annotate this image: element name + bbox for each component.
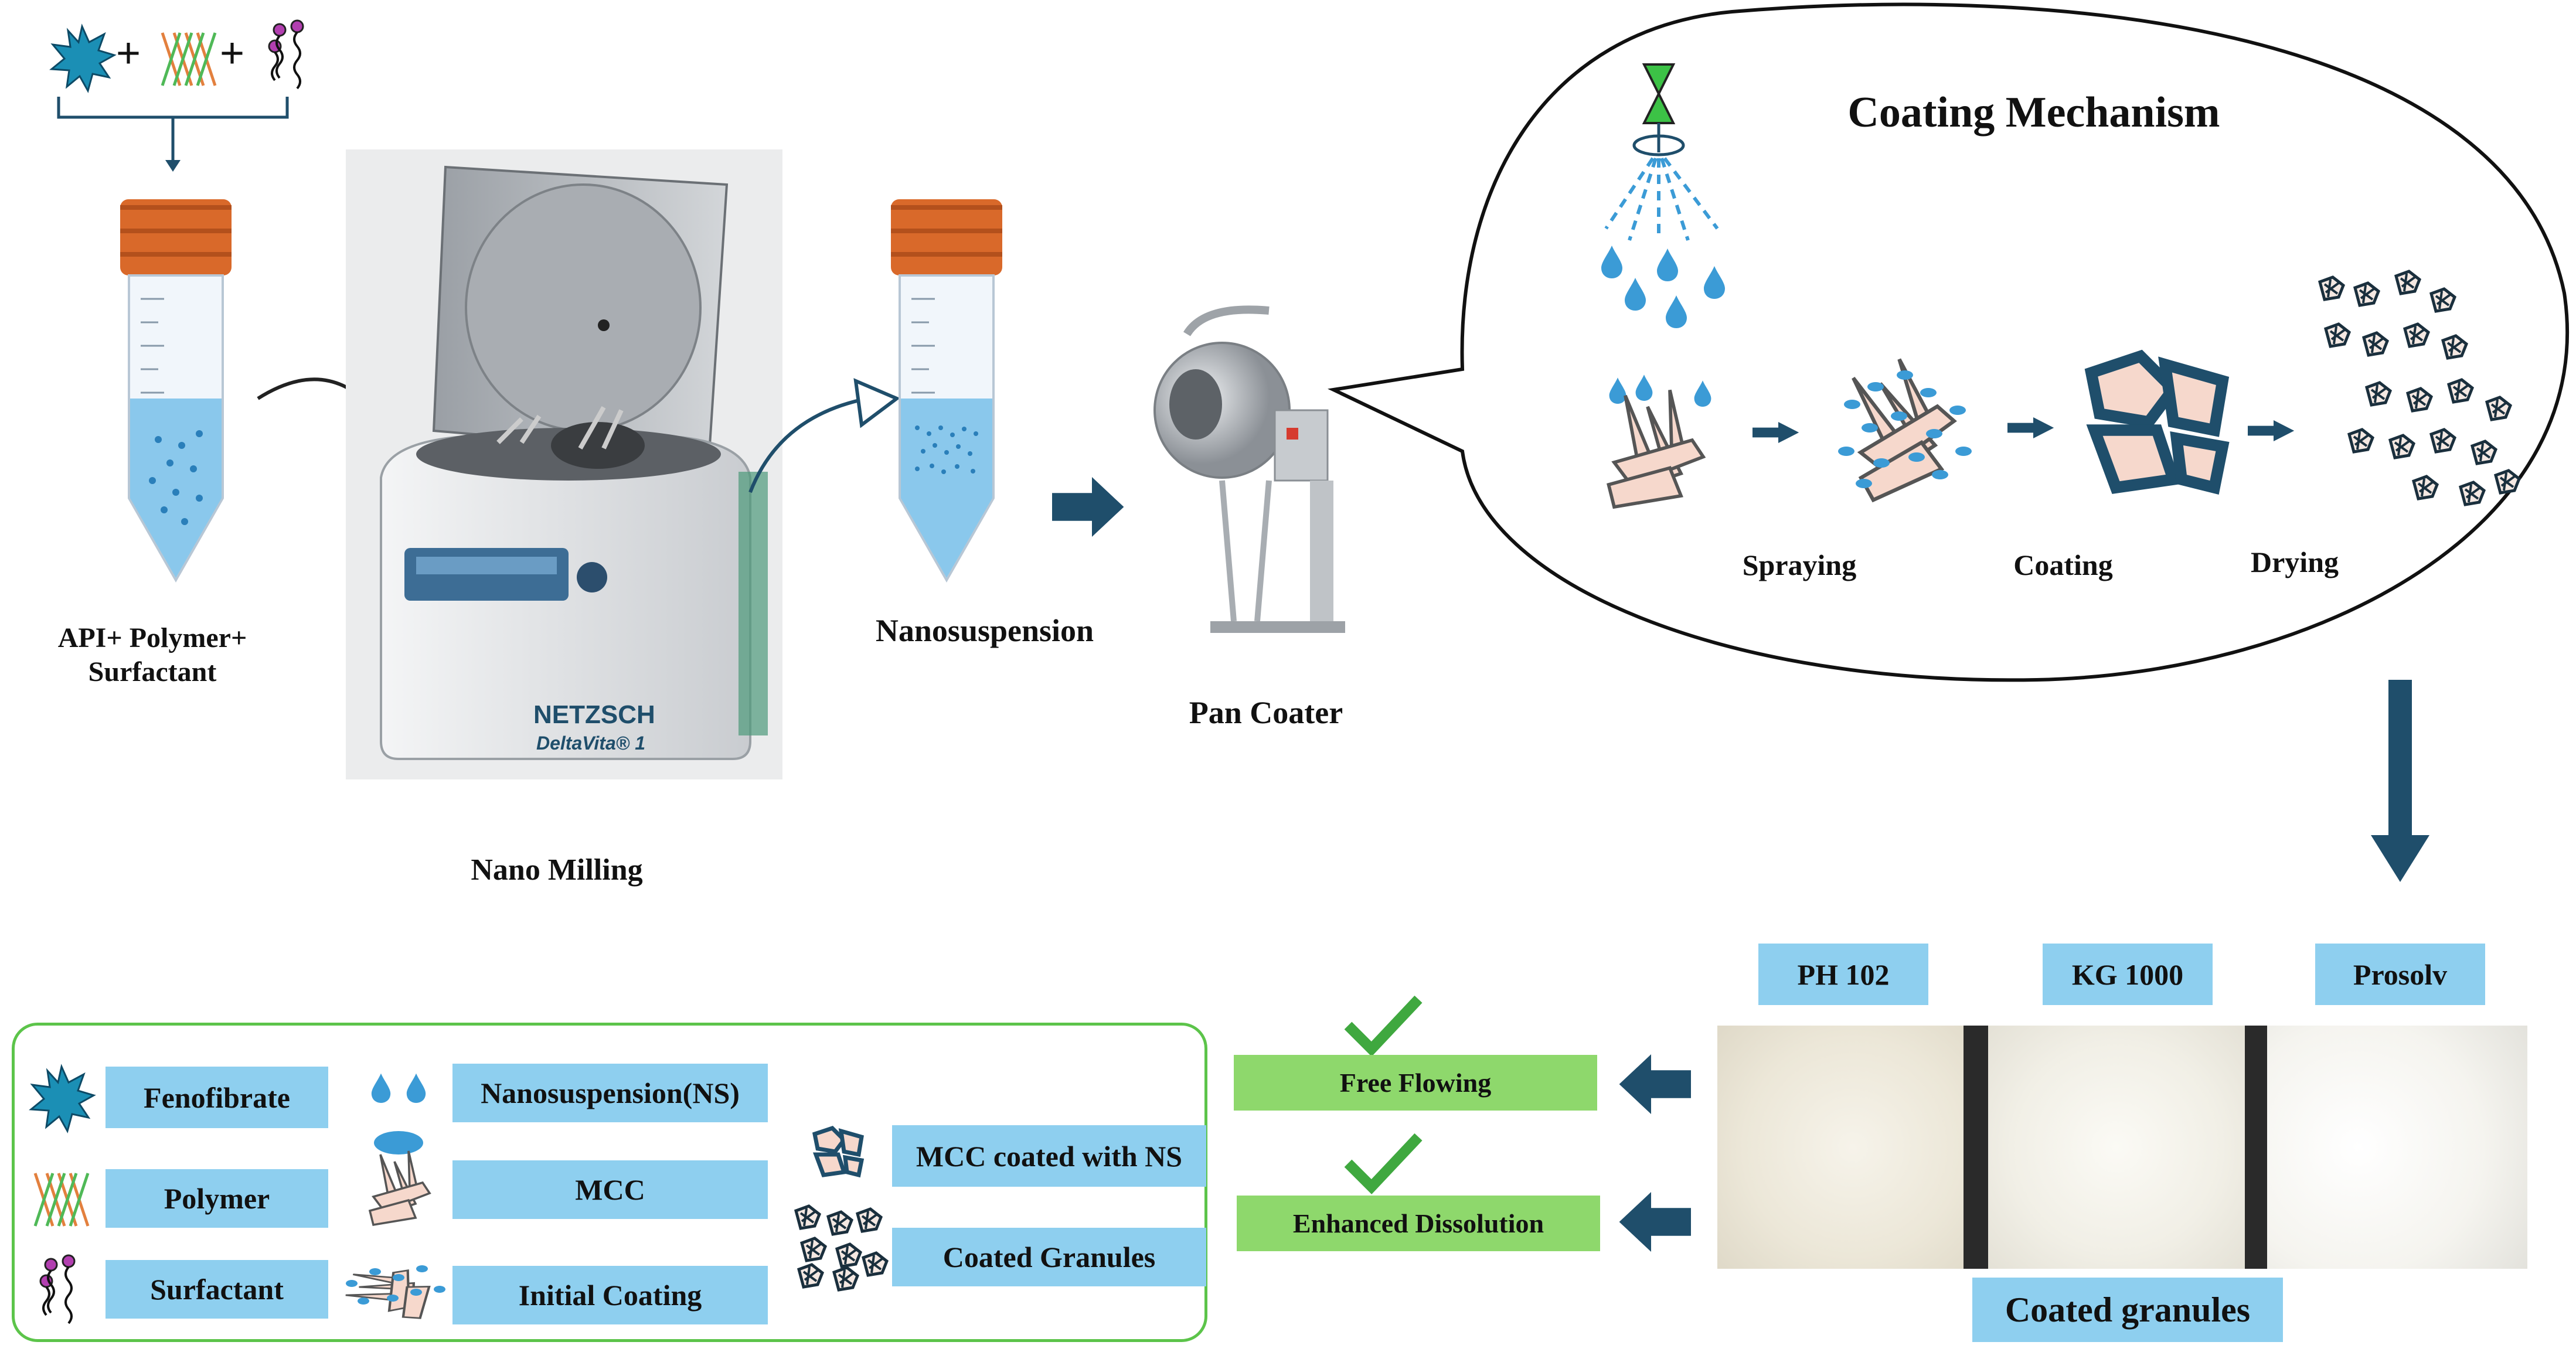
droplets-icon — [371, 1073, 426, 1155]
dried-granules-icon — [2309, 267, 2532, 525]
mechanism-title: Coating Mechanism — [1847, 88, 2220, 137]
arrow-to-enhanced-dissolution — [1619, 1192, 1691, 1252]
coated-granules-icon — [788, 1201, 888, 1289]
legend-initial-coating: Initial Coating — [452, 1266, 768, 1324]
legend-polymer: Polymer — [106, 1169, 328, 1228]
polymer-icon — [26, 1167, 97, 1232]
legend-mcc: MCC — [452, 1160, 768, 1219]
polymer-icon — [154, 27, 224, 91]
granules-photo-strip — [1717, 1026, 2527, 1269]
initial-coating-icon — [328, 1254, 445, 1324]
falling-drop-icon — [1625, 278, 1646, 311]
falling-drop-icon — [1704, 266, 1725, 299]
arrow-to-drying-stage — [2248, 420, 2295, 441]
arrow-to-pan-coater — [1052, 477, 1124, 537]
grade-label-prosolv: Prosolv — [2315, 944, 2485, 1005]
surfactant-icon — [268, 19, 304, 90]
coating-label: Coating — [2013, 549, 2113, 581]
mcc-icon — [369, 1150, 431, 1226]
pan-coater-label: Pan Coater — [1189, 695, 1343, 730]
mcc-coated-icon — [800, 1113, 876, 1190]
down-arrow — [2371, 680, 2429, 882]
grade-label-ph102: PH 102 — [1758, 944, 1928, 1005]
outcome-enhanced-dissolution: Enhanced Dissolution — [1237, 1196, 1600, 1251]
spray-nozzle-icon — [1604, 63, 1719, 241]
machine-model: DeltaVita® 1 — [536, 733, 646, 754]
spraying-label: Spraying — [1742, 549, 1857, 581]
granules-photo-kg1000 — [1988, 1026, 2245, 1269]
fenofibrate-icon — [30, 1065, 95, 1132]
vial-nanosuspension — [891, 199, 1002, 583]
vial-api-mixture — [120, 199, 232, 583]
nano-milling-label: Nano Milling — [471, 853, 643, 887]
plus-sign-2: + — [220, 30, 245, 77]
granules-photo-prosolv — [2267, 1026, 2527, 1269]
api-mixture-label: API+ Polymer+ Surfactant — [57, 622, 247, 687]
legend-coated-granules: Coated Granules — [892, 1228, 1206, 1286]
arrow-coating-to-drying — [2007, 417, 2054, 438]
falling-drop-icon — [1666, 295, 1687, 328]
check-icon — [1344, 995, 1423, 1057]
legend-surfactant: Surfactant — [106, 1260, 328, 1319]
pan-coater-photo — [1153, 305, 1345, 633]
fenofibrate-icon — [50, 25, 115, 92]
coated-granules-label: Coated granules — [1972, 1278, 2283, 1342]
legend-nanosuspension: Nanosuspension(NS) — [452, 1064, 768, 1122]
grade-label-kg1000: KG 1000 — [2043, 944, 2213, 1005]
drying-label: Drying — [2251, 546, 2339, 578]
nano-mill-photo: NETZSCH DeltaVita® 1 — [346, 149, 782, 779]
initial-coating-stage-icon — [1817, 352, 1972, 504]
mcc-spraying-icon — [1594, 374, 1711, 545]
arrow-spraying-to-coating — [1753, 422, 1799, 443]
outcome-free-flowing: Free Flowing — [1234, 1055, 1597, 1111]
falling-drop-icon — [1657, 248, 1678, 281]
granules-photo-ph102 — [1717, 1026, 1964, 1269]
plus-sign-1: + — [116, 30, 141, 77]
bracket-connector — [57, 97, 289, 172]
surfactant-icon — [39, 1254, 76, 1324]
arrow-to-free-flowing — [1619, 1054, 1691, 1114]
legend-fenofibrate: Fenofibrate — [106, 1067, 328, 1128]
legend-mcc-coated: MCC coated with NS — [892, 1125, 1206, 1187]
curved-arrow-2 — [748, 378, 900, 493]
nanosuspension-label: Nanosuspension — [875, 613, 1094, 648]
check-icon — [1344, 1133, 1423, 1194]
machine-brand: NETZSCH — [533, 700, 655, 729]
coated-mcc-stage-icon — [2081, 346, 2233, 498]
